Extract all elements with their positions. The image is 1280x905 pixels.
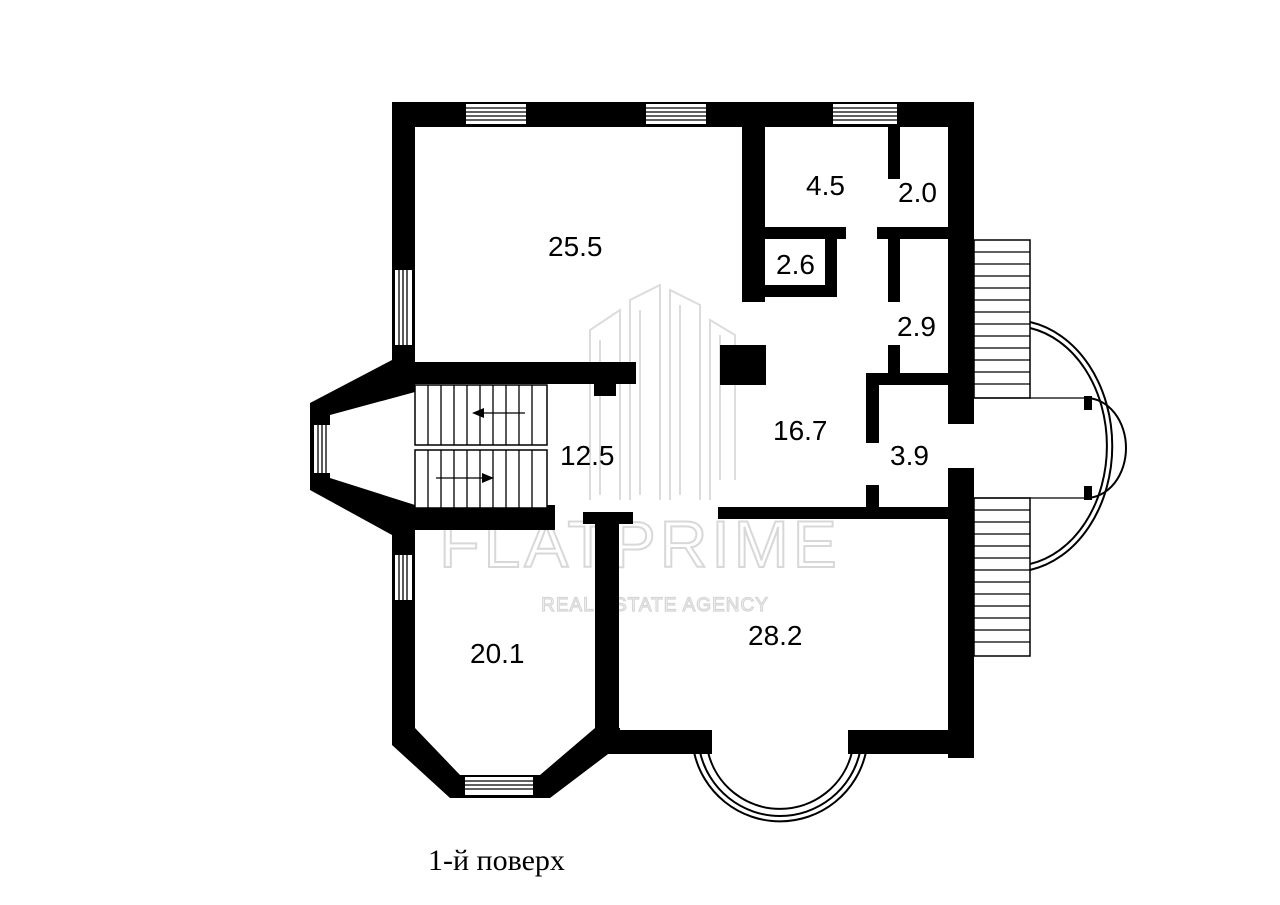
stair-arrow-down-icon [436,473,494,483]
window-top-1 [466,104,526,124]
windows [314,104,897,795]
room-label-2-0: 2.0 [898,177,937,208]
room-label-28-2: 28.2 [748,620,803,651]
bay-window-arc [693,730,867,823]
porch-steps-top [974,251,1030,385]
room-label-3-9: 3.9 [890,440,929,471]
watermark-logo-icon [589,283,736,500]
room-label-2-6: 2.6 [776,249,815,280]
floor-caption: 1-й поверх [428,844,565,877]
window-left-2 [395,555,412,600]
room-label-4-5: 4.5 [806,170,845,201]
walls [310,102,974,798]
watermark-tagline: REAL ESTATE AGENCY [541,595,769,616]
room-label-20-1: 20.1 [470,638,525,669]
room-label-16-7: 16.7 [773,415,828,446]
porch-steps-bottom [974,509,1030,643]
room-label-2-9: 2.9 [897,311,936,342]
stair-arrow-up-icon [472,408,525,418]
room-labels: 25.5 4.5 2.0 2.6 2.9 16.7 12.5 3.9 20.1 … [470,170,937,669]
porch [973,239,1127,657]
room-label-25-5: 25.5 [548,231,603,262]
window-bay [314,425,331,473]
window-top-3 [833,104,897,124]
staircase [414,384,548,509]
window-left-1 [395,270,412,345]
room-label-12-5: 12.5 [560,440,615,471]
window-bottom [465,777,533,795]
window-top-2 [646,104,706,124]
